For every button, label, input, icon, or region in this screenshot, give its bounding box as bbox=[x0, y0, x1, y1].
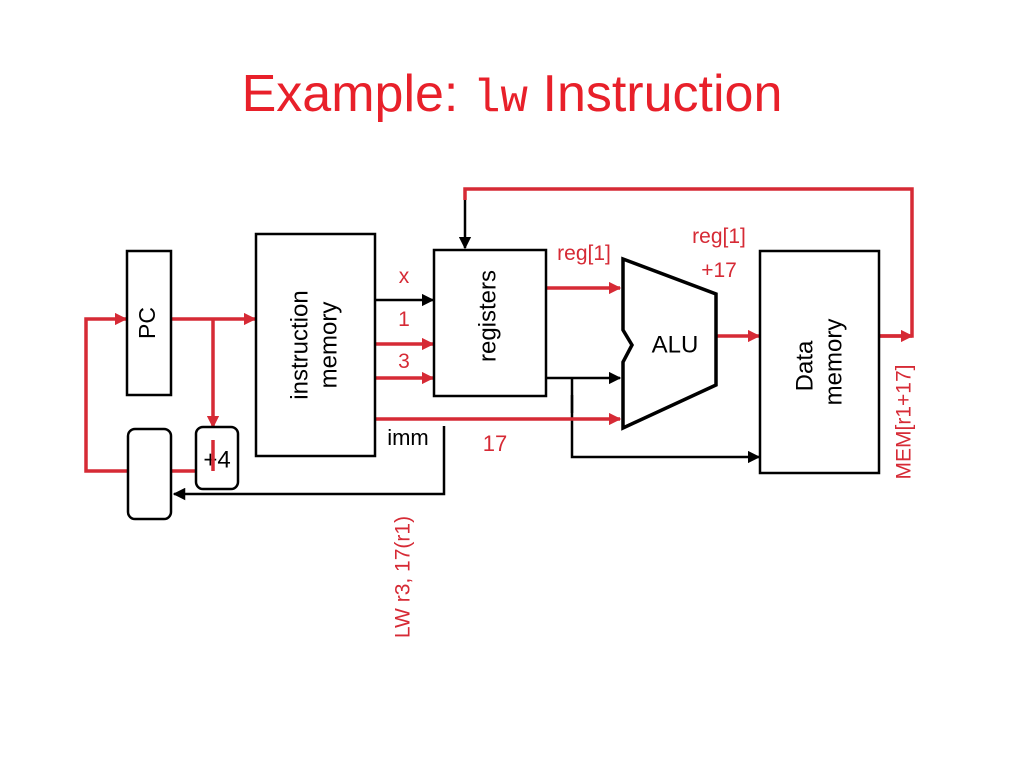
label-field-x: x bbox=[399, 265, 410, 288]
slide-title: Example: lw Instruction bbox=[0, 58, 1024, 135]
imem-label-line2: memory bbox=[315, 302, 342, 389]
label-imm-value: 17 bbox=[483, 431, 507, 456]
label-imm: imm bbox=[387, 425, 429, 450]
title-prefix: Example: bbox=[241, 65, 473, 123]
label-instruction: LW r3, 17(r1) bbox=[392, 516, 415, 638]
alu-label: ALU bbox=[652, 331, 699, 358]
title-suffix: Instruction bbox=[528, 65, 783, 123]
label-alu-output-line2: +17 bbox=[701, 259, 737, 282]
label-field-1: 1 bbox=[398, 308, 410, 331]
dmem-label-line1: Data bbox=[791, 340, 818, 391]
labels: x 1 3 imm 17 reg[1] reg[1] +17 MEM[r1+17… bbox=[387, 225, 915, 638]
label-memory-output: MEM[r1+17] bbox=[893, 365, 916, 480]
title-code: lw bbox=[472, 73, 529, 125]
alu: ALU bbox=[621, 256, 718, 431]
instruction-memory: instruction memory bbox=[254, 232, 377, 458]
pc-label: PC bbox=[134, 307, 160, 339]
register-file: registers bbox=[432, 248, 548, 398]
label-alu-output-line1: reg[1] bbox=[692, 225, 746, 248]
wire-imm-to-mux bbox=[172, 426, 446, 501]
registers-label: registers bbox=[474, 270, 501, 362]
plus4-adder: +4 bbox=[194, 425, 240, 491]
pc-mux bbox=[126, 427, 173, 521]
pc-register: PC bbox=[125, 249, 173, 397]
data-memory: Data memory bbox=[758, 249, 881, 475]
active-wires bbox=[84, 187, 914, 473]
label-field-3: 3 bbox=[398, 350, 410, 373]
label-alu-input: reg[1] bbox=[557, 242, 611, 265]
adder-label: +4 bbox=[203, 446, 230, 473]
inactive-wires bbox=[172, 196, 761, 501]
imem-label-line1: instruction bbox=[286, 290, 313, 399]
dmem-label-line2: memory bbox=[820, 319, 847, 406]
